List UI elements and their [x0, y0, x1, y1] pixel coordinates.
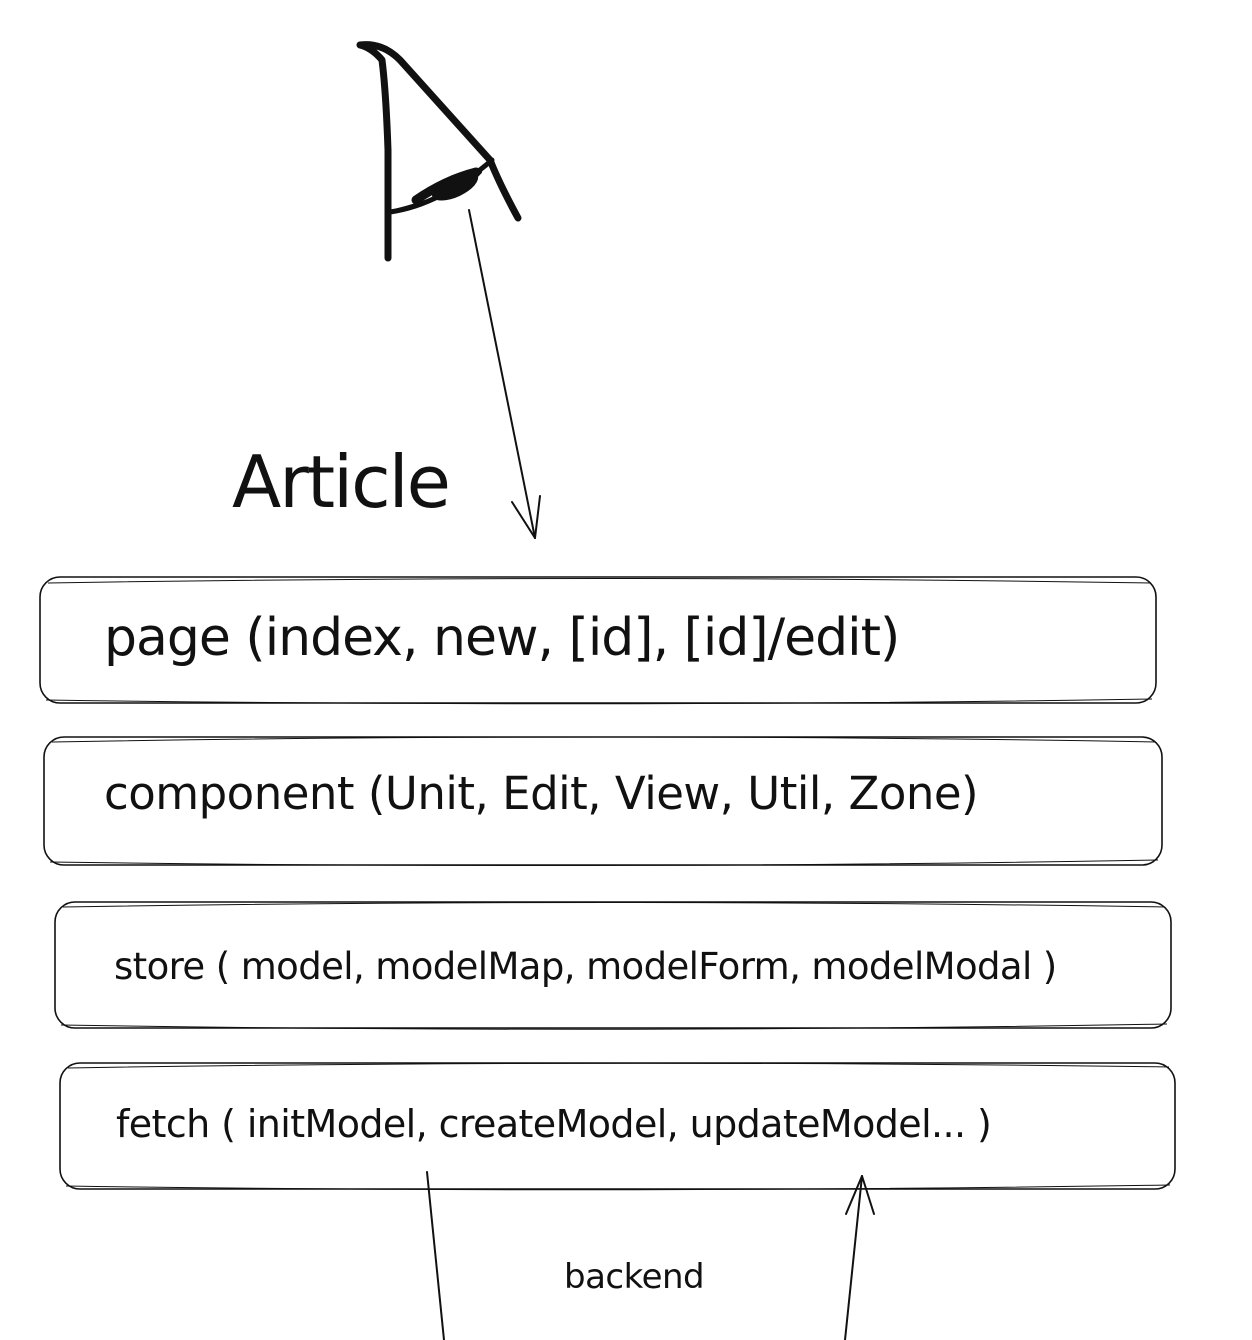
fetch-to-backend-line: [426, 1171, 445, 1340]
layer-label-component: component (Unit, Edit, View, Util, Zone): [104, 767, 979, 820]
diagram-title: Article: [232, 440, 451, 524]
layer-label-fetch: fetch ( initModel, createModel, updateMo…: [116, 1102, 992, 1146]
eye-icon: [356, 41, 522, 262]
layer-box-store: [54, 901, 1172, 1030]
layer-box-component: [43, 736, 1163, 867]
layer-box-page: [39, 576, 1157, 705]
layer-box-fetch: [59, 1062, 1176, 1191]
backend-to-fetch-arrow: [844, 1175, 875, 1340]
eye-to-page-arrow: [468, 209, 541, 539]
backend-label: backend: [564, 1257, 705, 1297]
layer-label-store: store ( model, modelMap, modelForm, mode…: [114, 945, 1057, 988]
layer-label-page: page (index, new, [id], [id]/edit): [104, 608, 900, 668]
